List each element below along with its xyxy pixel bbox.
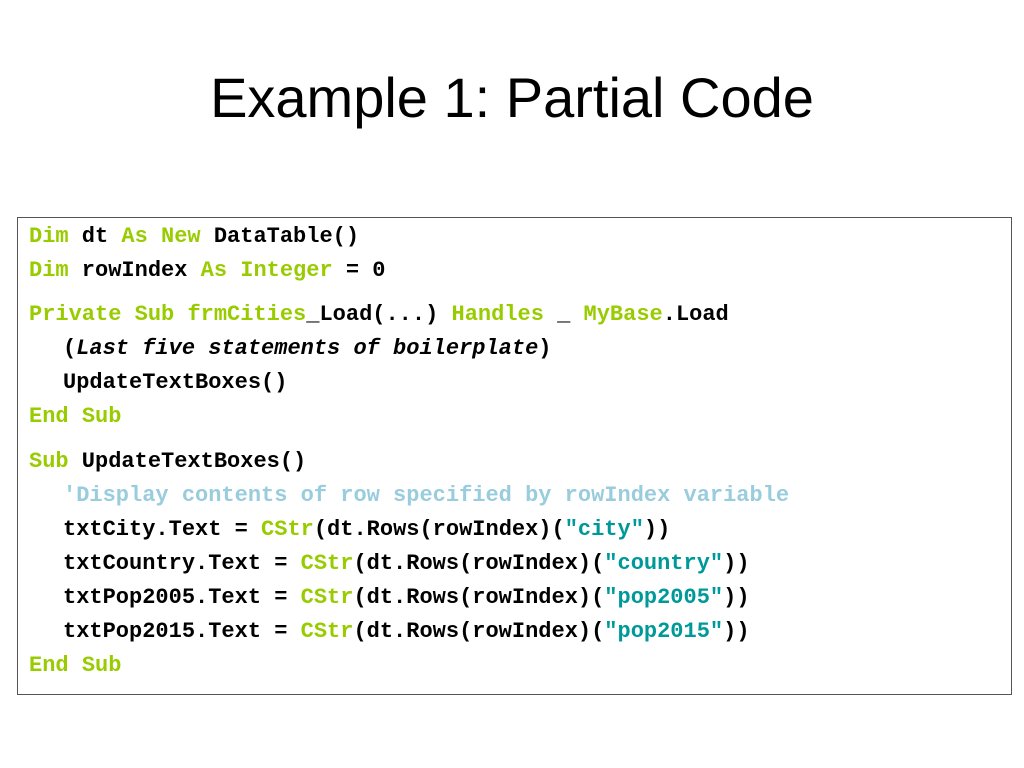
keyword: Handles [451, 302, 544, 327]
code-line-5: UpdateTextBoxes() [29, 366, 287, 400]
keyword: Sub [81, 404, 122, 429]
keyword: Private [29, 302, 122, 327]
keyword: Sub [134, 302, 175, 327]
code-text: _ [543, 302, 584, 327]
code-text: )) [723, 551, 750, 576]
keyword: MyBase [583, 302, 663, 327]
code-comment: 'Display contents of row specified by ro… [63, 483, 790, 508]
code-text: )) [723, 619, 750, 644]
code-space [69, 404, 82, 429]
string-literal: "pop2005" [604, 585, 724, 610]
code-line-3: Private Sub frmCities_Load(...) Handles … [29, 298, 729, 332]
keyword: As [121, 224, 148, 249]
code-line-6: End Sub [29, 400, 121, 434]
keyword: CStr [300, 585, 354, 610]
code-line-4: (Last five statements of boilerplate) [29, 332, 551, 366]
keyword: Dim [29, 258, 69, 283]
code-text: )) [643, 517, 671, 542]
code-line-13: End Sub [29, 649, 121, 683]
code-text: (dt.Rows(rowIndex)( [353, 585, 605, 610]
code-line-11: txtPop2005.Text = CStr(dt.Rows(rowIndex)… [29, 581, 750, 615]
code-text: (dt.Rows(rowIndex)( [353, 619, 605, 644]
keyword: As [200, 258, 228, 283]
string-literal: "pop2015" [604, 619, 724, 644]
code-text: DataTable() [200, 224, 360, 249]
keyword: Sub [29, 449, 69, 474]
code-text: txtPop2015.Text = [63, 619, 301, 644]
code-text: (dt.Rows(rowIndex)( [313, 517, 565, 542]
code-space [174, 302, 187, 327]
code-text: txtCity.Text = [63, 517, 262, 542]
code-text: rowIndex [68, 258, 201, 283]
keyword: Dim [29, 224, 69, 249]
code-line-12: txtPop2015.Text = CStr(dt.Rows(rowIndex)… [29, 615, 750, 649]
code-text: = 0 [332, 258, 386, 283]
code-line-1: Dim dt As New DataTable() [29, 220, 359, 254]
code-text: (dt.Rows(rowIndex)( [353, 551, 605, 576]
code-space [69, 653, 82, 678]
code-text: dt [68, 224, 122, 249]
code-line-2: Dim rowIndex As Integer = 0 [29, 254, 385, 288]
code-space [148, 224, 161, 249]
slide-title: Example 1: Partial Code [210, 66, 814, 129]
code-line-7: Sub UpdateTextBoxes() [29, 445, 306, 479]
code-line-8: 'Display contents of row specified by ro… [29, 479, 789, 513]
paren-open: ( [63, 336, 77, 361]
code-line-10: txtCountry.Text = CStr(dt.Rows(rowIndex)… [29, 547, 750, 581]
keyword: Integer [240, 258, 333, 283]
keyword: CStr [300, 619, 354, 644]
code-space [227, 258, 240, 283]
string-literal: "city" [564, 517, 644, 542]
code-text: UpdateTextBoxes() [63, 370, 288, 395]
code-text: UpdateTextBoxes() [68, 449, 307, 474]
code-line-9: txtCity.Text = CStr(dt.Rows(rowIndex)("c… [29, 513, 670, 547]
code-text: txtPop2005.Text = [63, 585, 301, 610]
code-text: txtCountry.Text = [63, 551, 301, 576]
keyword: End [29, 653, 69, 678]
keyword: frmCities [187, 302, 307, 327]
code-space [121, 302, 134, 327]
keyword: New [161, 224, 201, 249]
paren-close: ) [538, 336, 552, 361]
keyword: Sub [81, 653, 122, 678]
code-text: _Load(...) [306, 302, 452, 327]
code-text: )) [723, 585, 750, 610]
keyword: End [29, 404, 69, 429]
boilerplate-note: Last five statements of boilerplate [76, 336, 539, 361]
string-literal: "country" [604, 551, 724, 576]
code-text: .Load [662, 302, 729, 327]
keyword: CStr [300, 551, 354, 576]
keyword: CStr [261, 517, 314, 542]
code-block: Dim dt As New DataTable() Dim rowIndex A… [17, 217, 1012, 695]
